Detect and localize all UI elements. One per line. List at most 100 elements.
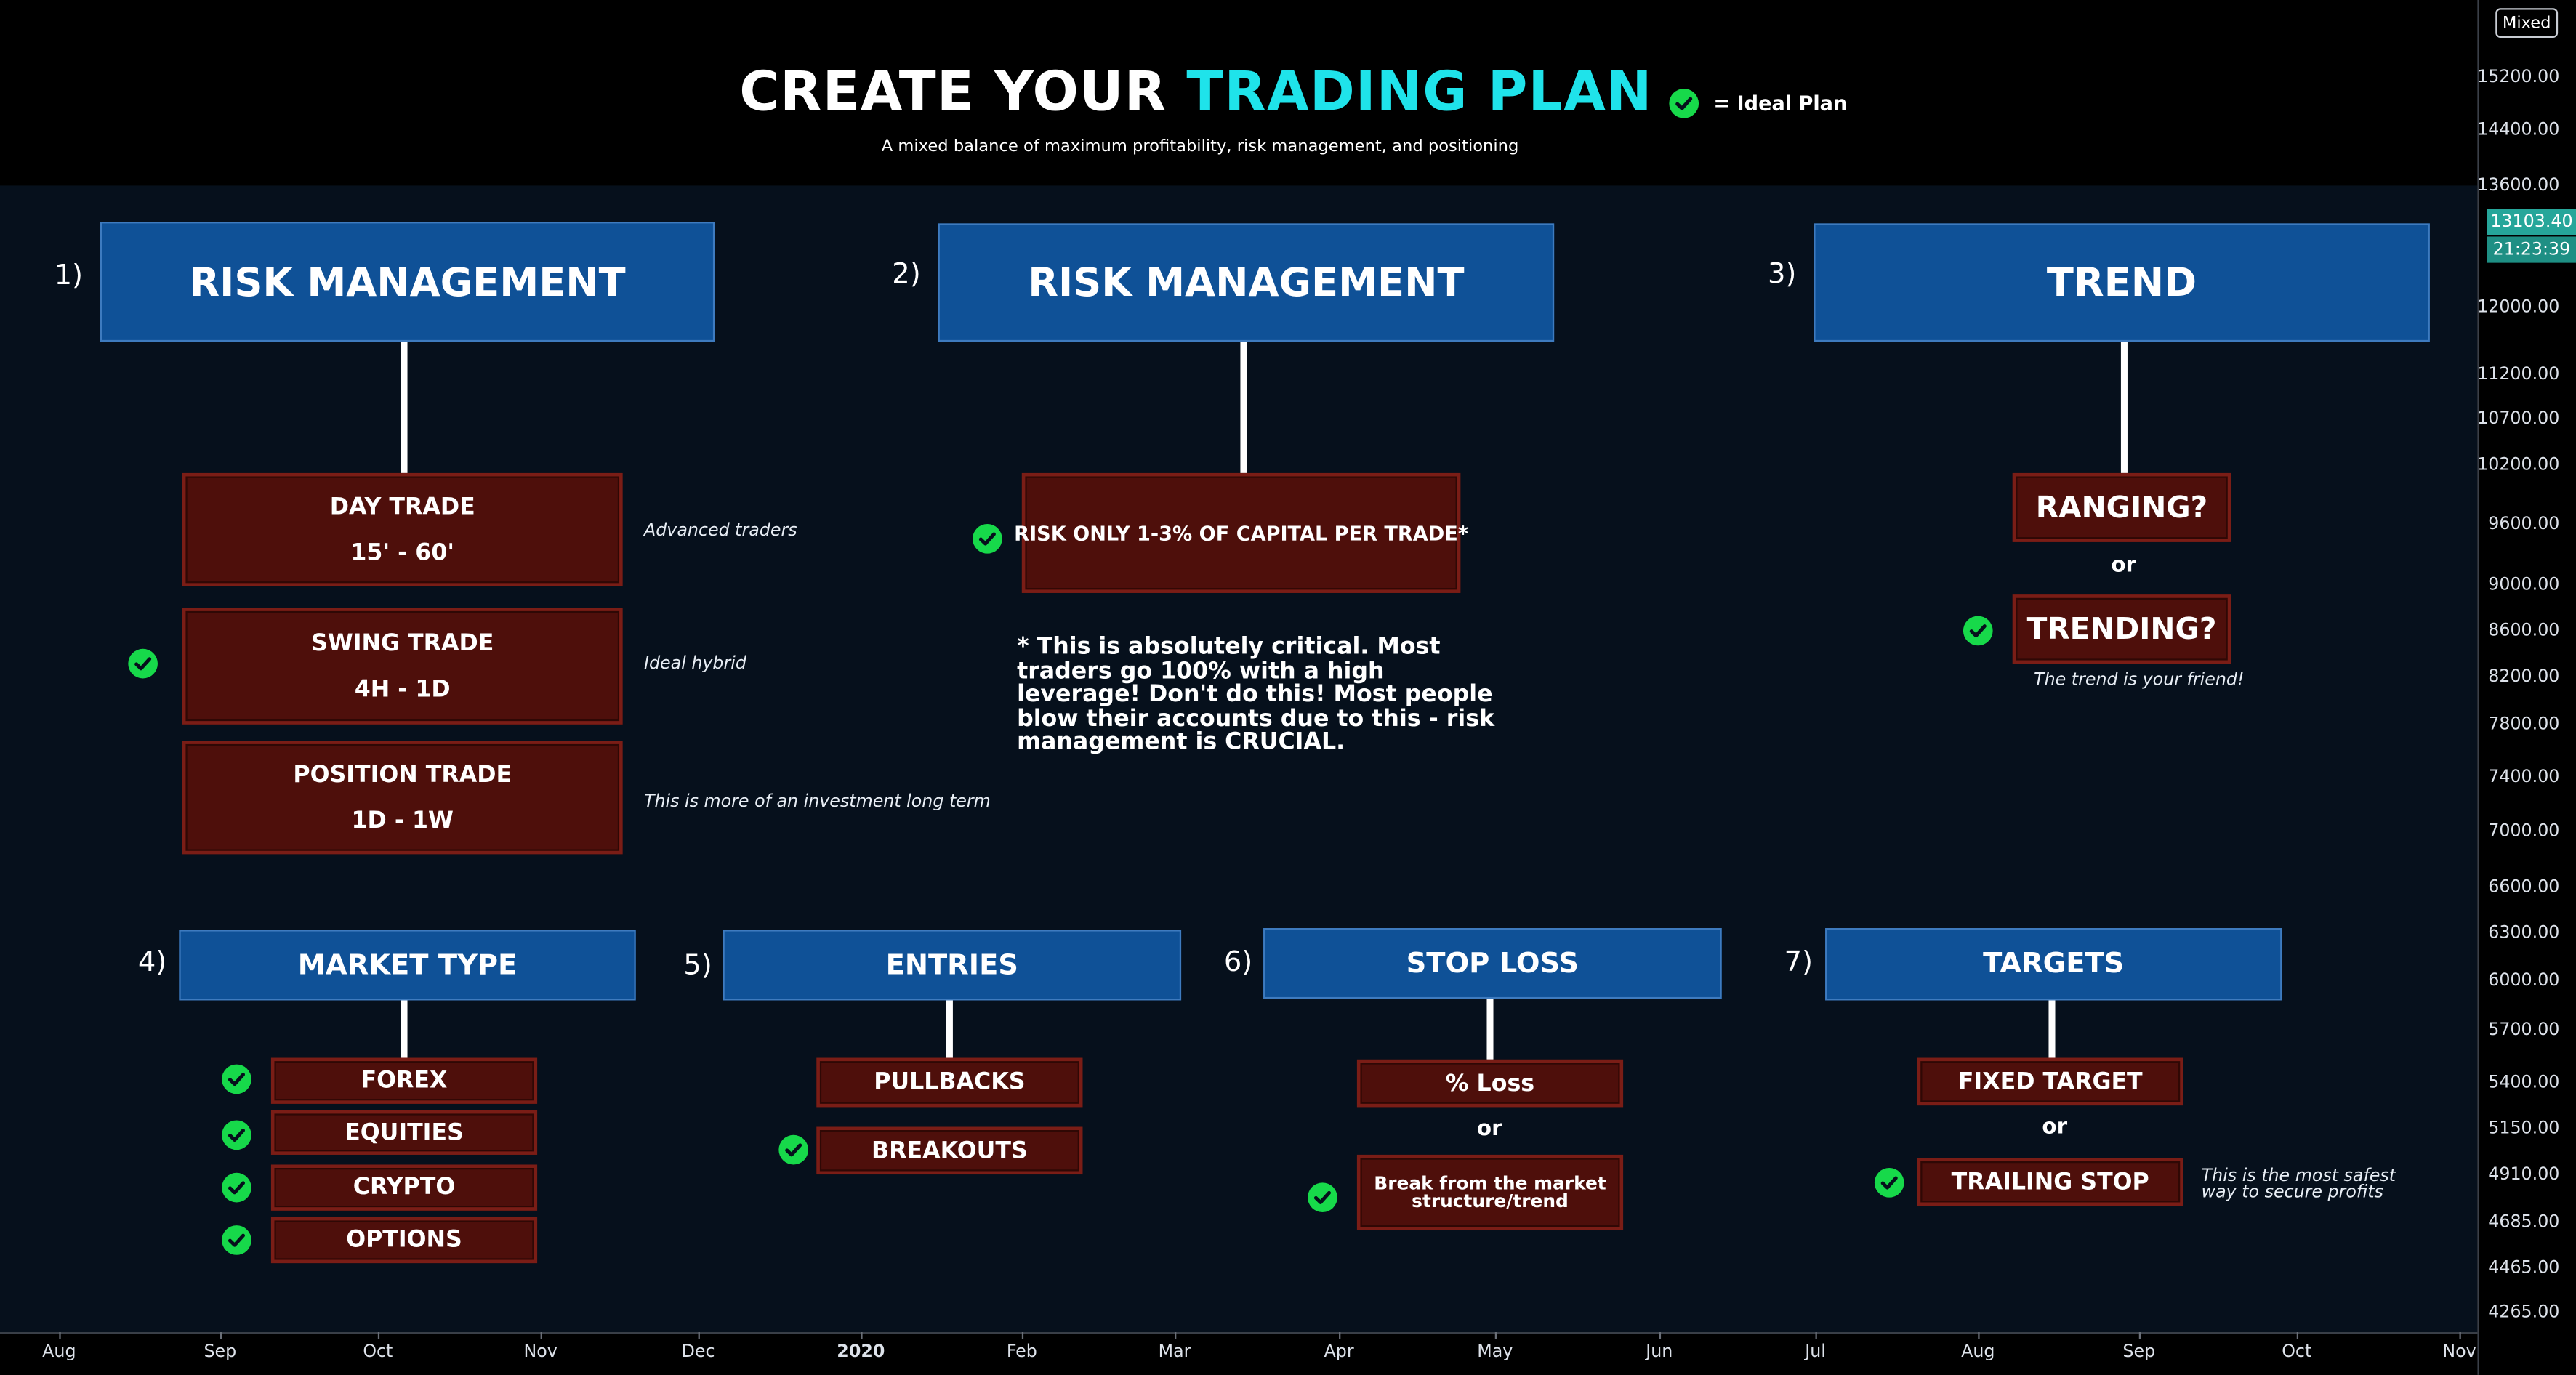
- option-risk-percent: RISK ONLY 1-3% OF CAPITAL PER TRADE*: [1014, 472, 1468, 593]
- time-label: Sep: [204, 1342, 237, 1362]
- time-tick: [377, 1332, 380, 1339]
- time-tick: [1021, 1332, 1024, 1339]
- title-part-1: CREATE YOUR: [739, 59, 1187, 124]
- option-equities: EQUITIES: [270, 1110, 538, 1155]
- option-structure-break: Break from the market structure/trend: [1356, 1154, 1624, 1230]
- time-tick: [2459, 1332, 2461, 1339]
- targets-note: This is the most safest way to secure pr…: [2201, 1166, 2396, 1203]
- time-tick: [861, 1332, 863, 1339]
- option-timeframe: 1D - 1W: [351, 807, 454, 834]
- or-label: or: [1476, 1116, 1502, 1142]
- option-label: DAY TRADE: [329, 493, 475, 520]
- connector-line: [2120, 342, 2128, 473]
- time-tick: [540, 1332, 542, 1339]
- price-label: 6000.00: [2488, 970, 2560, 991]
- price-label: 6300.00: [2488, 923, 2560, 943]
- option-forex: FOREX: [270, 1057, 538, 1104]
- option-breakouts: BREAKOUTS: [816, 1126, 1083, 1175]
- check-icon: [222, 1064, 251, 1094]
- price-label: 14400.00: [2477, 119, 2560, 140]
- check-icon: [222, 1120, 251, 1150]
- time-label: Jul: [1805, 1342, 1826, 1362]
- section-number: 2): [892, 257, 921, 291]
- option-day-trade: DAY TRADE 15' - 60': [182, 472, 623, 586]
- section-number: 1): [54, 259, 84, 293]
- time-axis[interactable]: [0, 1332, 2478, 1375]
- price-label: 7400.00: [2488, 767, 2560, 787]
- section-6-title: STOP LOSS: [1263, 928, 1722, 999]
- option-label: POSITION TRADE: [293, 761, 512, 788]
- time-label: Feb: [1006, 1342, 1037, 1362]
- time-label: Nov: [2442, 1342, 2476, 1362]
- price-label: 9600.00: [2488, 514, 2560, 534]
- section-number: 6): [1223, 945, 1253, 980]
- scale-mode-button[interactable]: Mixed: [2495, 8, 2559, 38]
- check-icon: [778, 1134, 809, 1165]
- legend-label: = Ideal Plan: [1713, 92, 1848, 116]
- section-number: 7): [1784, 945, 1814, 980]
- check-icon: [222, 1225, 251, 1255]
- option-ranging: RANGING?: [2012, 472, 2231, 542]
- connector-line: [946, 1000, 953, 1058]
- time-label: Aug: [1961, 1342, 1995, 1362]
- check-icon: [128, 648, 158, 679]
- page-subtitle: A mixed balance of maximum profitability…: [881, 137, 1519, 156]
- section-3-title: TREND: [1814, 223, 2430, 342]
- option-note: Advanced traders: [643, 520, 797, 541]
- check-icon: [1308, 1182, 1337, 1213]
- time-tick: [2138, 1332, 2141, 1339]
- time-label: Oct: [2282, 1342, 2312, 1362]
- time-tick: [1815, 1332, 1817, 1339]
- time-label: Jun: [1646, 1342, 1673, 1362]
- header-band: [0, 0, 2478, 186]
- time-label: May: [1477, 1342, 1513, 1362]
- time-tick: [698, 1332, 700, 1339]
- option-timeframe: 15' - 60': [350, 539, 455, 566]
- bar-countdown-tag: 21:23:39: [2487, 236, 2576, 263]
- price-label: 4465.00: [2488, 1258, 2560, 1278]
- option-note: Ideal hybrid: [643, 653, 746, 674]
- option-timeframe: 4H - 1D: [354, 676, 451, 703]
- time-tick: [220, 1332, 222, 1339]
- price-label: 8600.00: [2488, 621, 2560, 641]
- price-label: 4685.00: [2488, 1212, 2560, 1233]
- title-part-2: TRADING PLAN: [1186, 59, 1653, 124]
- or-label: or: [2111, 553, 2137, 578]
- time-label: Sep: [2122, 1342, 2156, 1362]
- connector-line: [2048, 1000, 2056, 1058]
- option-note: This is more of an investment long term: [643, 791, 991, 812]
- section-4-title: MARKET TYPE: [179, 930, 636, 1001]
- critical-footnote: * This is absolutely critical. Most trad…: [1017, 634, 1495, 756]
- time-tick: [1175, 1332, 1177, 1339]
- check-icon: [1963, 616, 1993, 646]
- time-tick: [1978, 1332, 1980, 1339]
- price-label: 7000.00: [2488, 821, 2560, 842]
- check-icon: [222, 1172, 251, 1203]
- current-price-tag: 13103.40: [2487, 209, 2576, 235]
- price-label: 7800.00: [2488, 714, 2560, 735]
- time-label: Oct: [363, 1342, 393, 1362]
- time-tick: [1659, 1332, 1662, 1339]
- check-icon: [973, 524, 1002, 554]
- price-label: 10700.00: [2477, 408, 2560, 429]
- price-label: 13600.00: [2477, 175, 2560, 195]
- section-number: 4): [137, 945, 167, 980]
- price-label: 4910.00: [2488, 1164, 2560, 1185]
- time-tick: [59, 1332, 61, 1339]
- price-label: 8200.00: [2488, 666, 2560, 687]
- section-5-title: ENTRIES: [723, 930, 1182, 1001]
- section-number: 5): [683, 949, 712, 983]
- option-trending: TRENDING?: [2012, 594, 2231, 664]
- price-label: 6600.00: [2488, 876, 2560, 898]
- price-label: 11200.00: [2477, 364, 2560, 384]
- price-label: 5700.00: [2488, 1020, 2560, 1040]
- check-icon: [1874, 1168, 1904, 1198]
- time-label: Apr: [1324, 1342, 1354, 1362]
- check-icon: [1669, 89, 1699, 118]
- time-label: 2020: [837, 1342, 885, 1362]
- option-swing-trade: SWING TRADE 4H - 1D: [182, 608, 623, 725]
- price-label: 4265.00: [2488, 1302, 2560, 1323]
- option-fixed-target: FIXED TARGET: [1917, 1057, 2183, 1106]
- price-label: 10200.00: [2477, 455, 2560, 475]
- option-trailing-stop: TRAILING STOP: [1917, 1158, 2183, 1206]
